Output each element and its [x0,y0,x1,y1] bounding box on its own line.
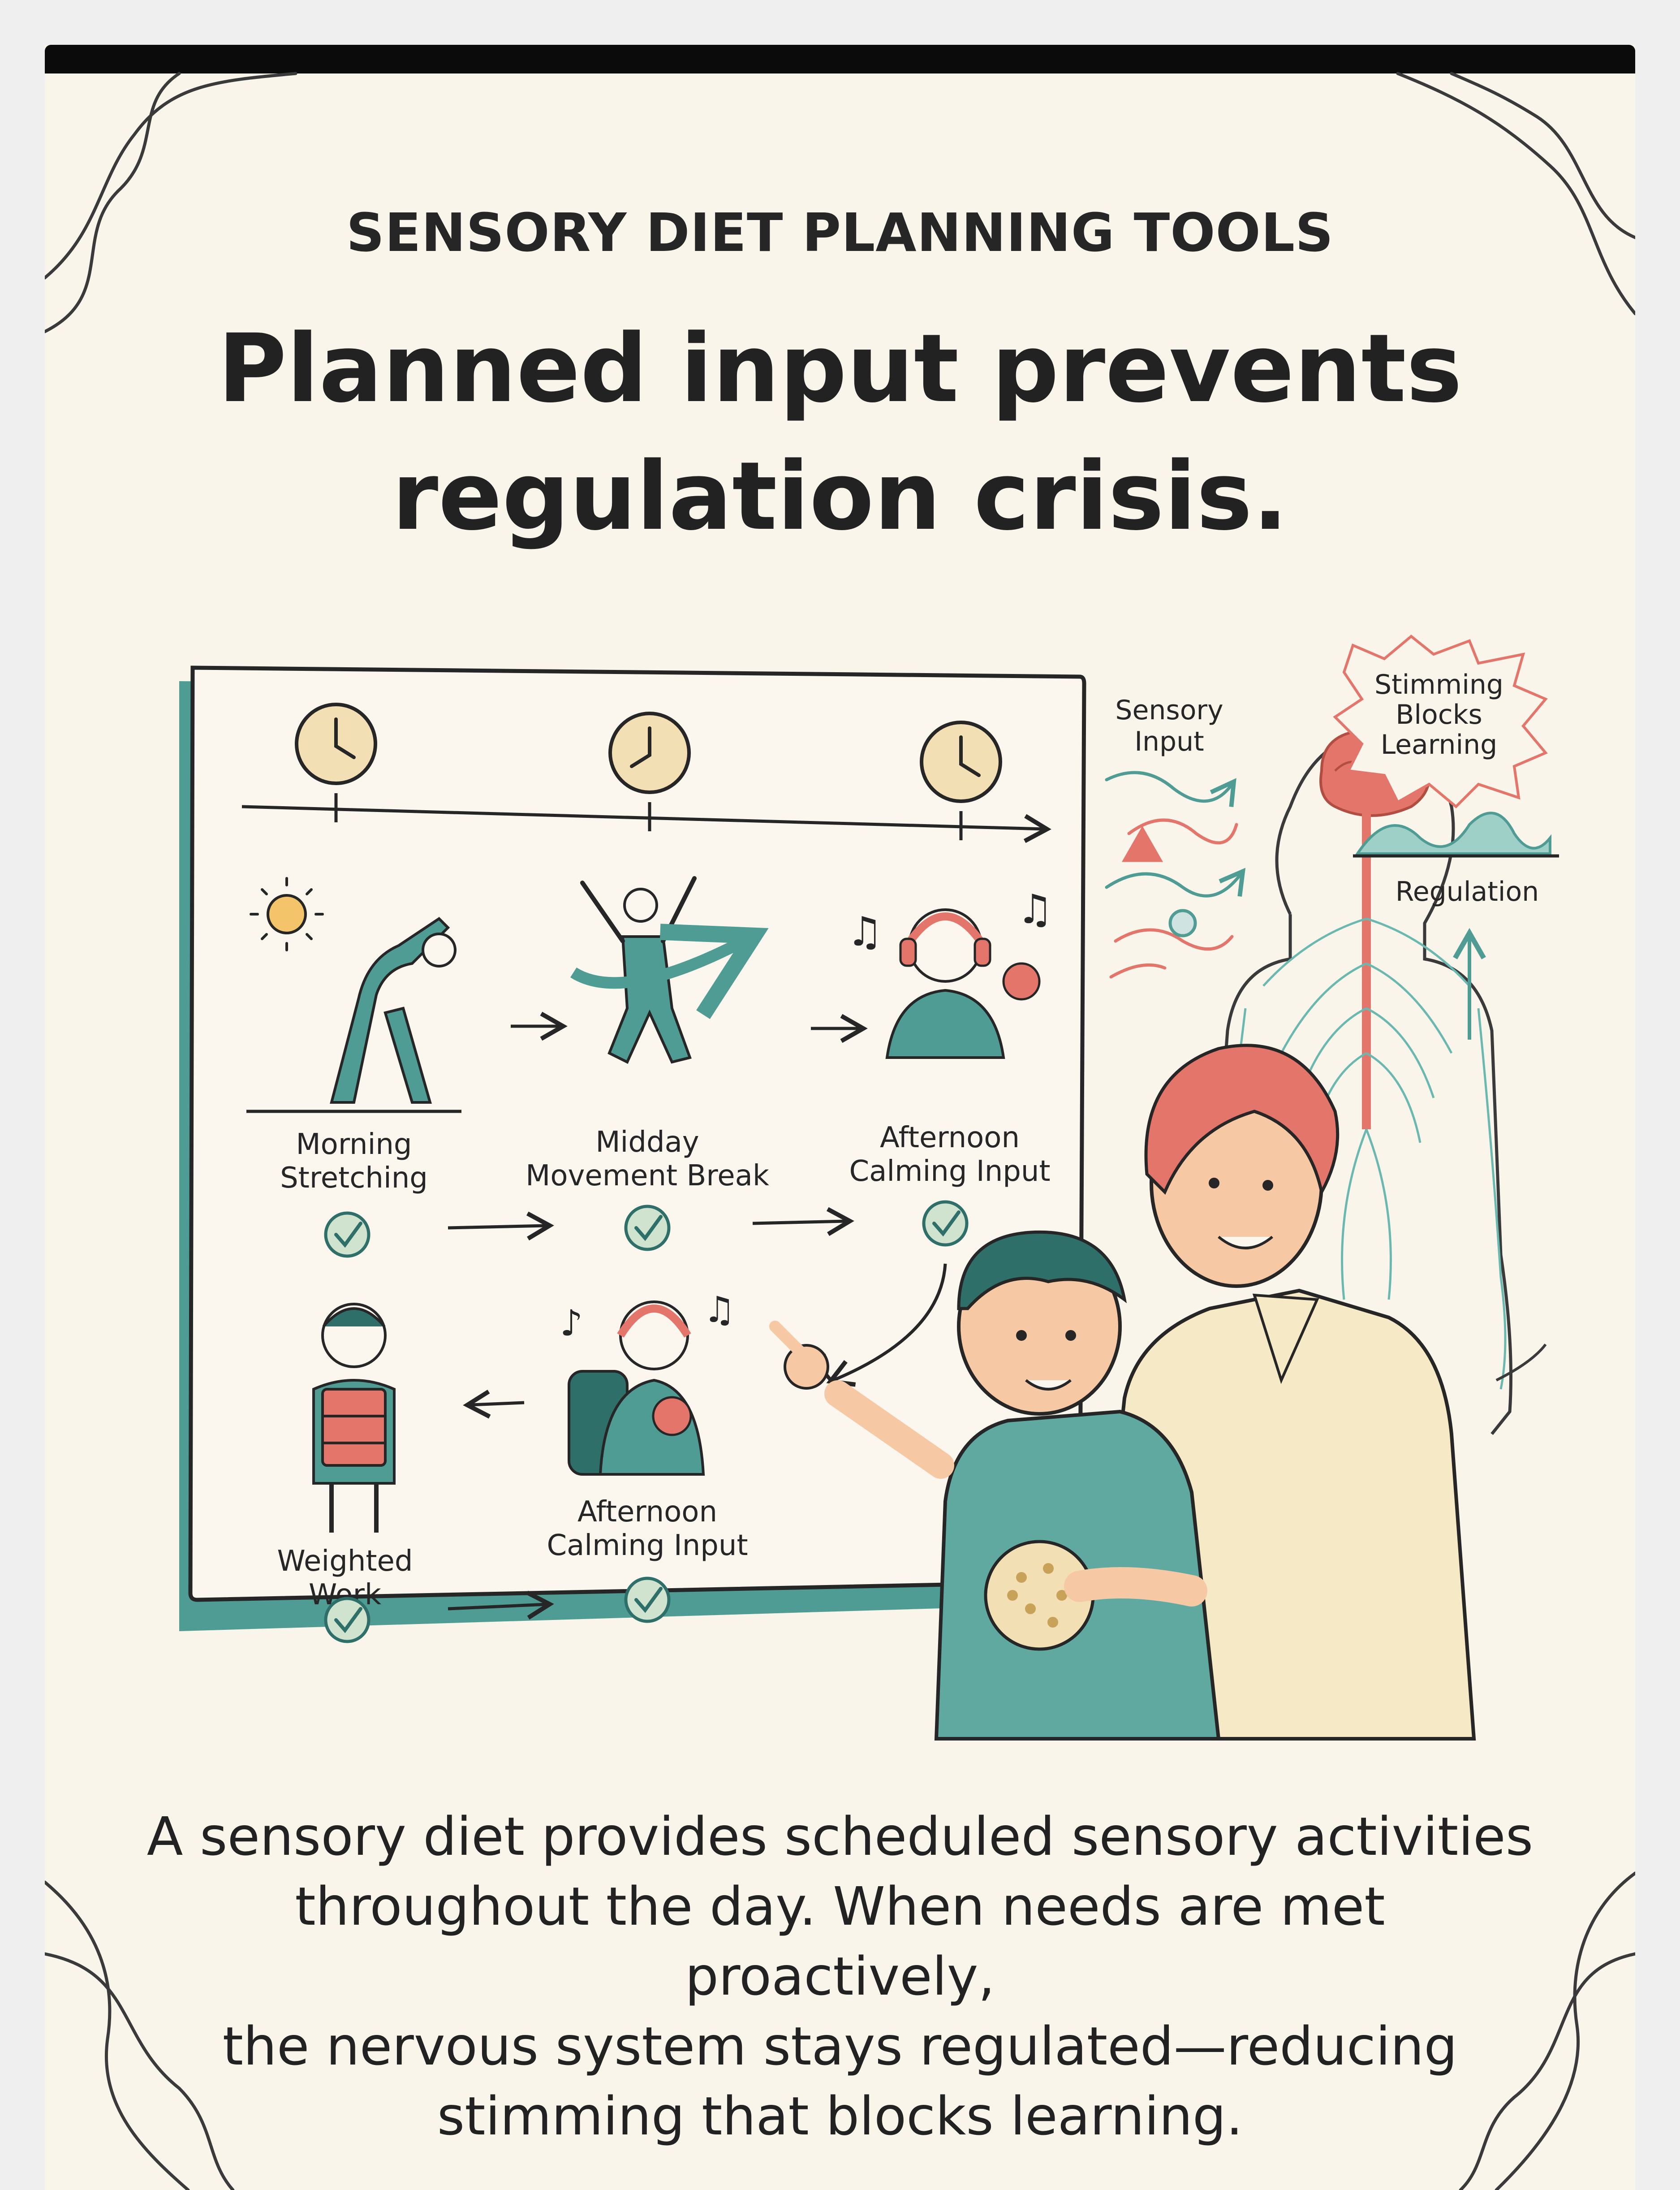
regulation-label: Regulation [1396,876,1539,907]
regulation-wave-icon [1353,812,1559,1040]
headphones-figure-icon: ♫ ♫ [847,886,1053,1059]
check-icon [624,1205,671,1251]
stretching-figure-icon [246,917,461,1113]
headline-line-1: Planned input prevents [218,314,1462,423]
sun-icon [250,877,324,951]
activity-label-5a: Afternoon [577,1495,717,1529]
activity-label-3a: Afternoon [880,1121,1020,1154]
svg-text:♫: ♫ [703,1289,736,1330]
clock-icon [608,712,691,794]
child-figure [769,1230,1221,1741]
body-line-2: throughout the day. When needs are met p… [295,1875,1385,2007]
svg-text:♫: ♫ [1017,886,1053,933]
corner-swirls-decoration [45,72,1635,2190]
weighted-vest-figure-icon [312,1303,396,1533]
activity-label-5b: Calming Input [547,1529,748,1562]
illustration: Morning Stretching Midday Movement Break [179,635,1559,1741]
top-bar [45,45,1635,73]
timeline [241,793,1051,843]
activity-label-2a: Midday [595,1126,699,1159]
body-paragraph: A sensory diet provides scheduled sensor… [134,1801,1546,2151]
backpack-figure-icon: ♪ ♫ [560,1289,736,1476]
sensory-input-label-2: Input [1134,726,1204,757]
body-line-1: A sensory diet provides scheduled sensor… [146,1806,1534,1867]
body-line-3: the nervous system stays regulated—reduc… [222,2015,1458,2077]
sensory-input-waves [1105,771,1246,979]
stimming-burst-icon [1333,635,1548,809]
sensory-input-label-1: Sensory [1115,695,1223,726]
check-icon [324,1211,370,1258]
check-icon [624,1577,671,1623]
headline: Planned input prevents regulation crisis… [45,305,1635,560]
clock-icon [295,703,377,785]
check-icon [324,1597,370,1643]
stimming-label-1: Stimming [1374,669,1503,700]
activity-label-4a: Weighted [277,1545,413,1578]
activity-label-3b: Calming Input [849,1155,1050,1188]
activity-label-1a: Morning [296,1128,412,1161]
headline-line-2: regulation crisis. [392,441,1288,551]
activity-label-2b: Movement Break [526,1159,769,1192]
infographic-card: SENSORY DIET PLANNING TOOLS Planned inpu… [45,45,1635,2190]
activity-label-1b: Stretching [280,1162,428,1195]
flow-arrows [448,1011,947,1620]
svg-text:♫: ♫ [847,908,883,955]
stimming-label-2: Blocks [1396,699,1482,730]
clock-icon [920,721,1002,803]
jumping-figure-icon [570,876,769,1064]
stimming-label-3: Learning [1381,729,1497,760]
kicker-title: SENSORY DIET PLANNING TOOLS [346,202,1334,263]
body-line-4: stimming that blocks learning. [437,2085,1243,2147]
check-icon [922,1200,969,1247]
svg-text:♪: ♪ [560,1302,583,1344]
